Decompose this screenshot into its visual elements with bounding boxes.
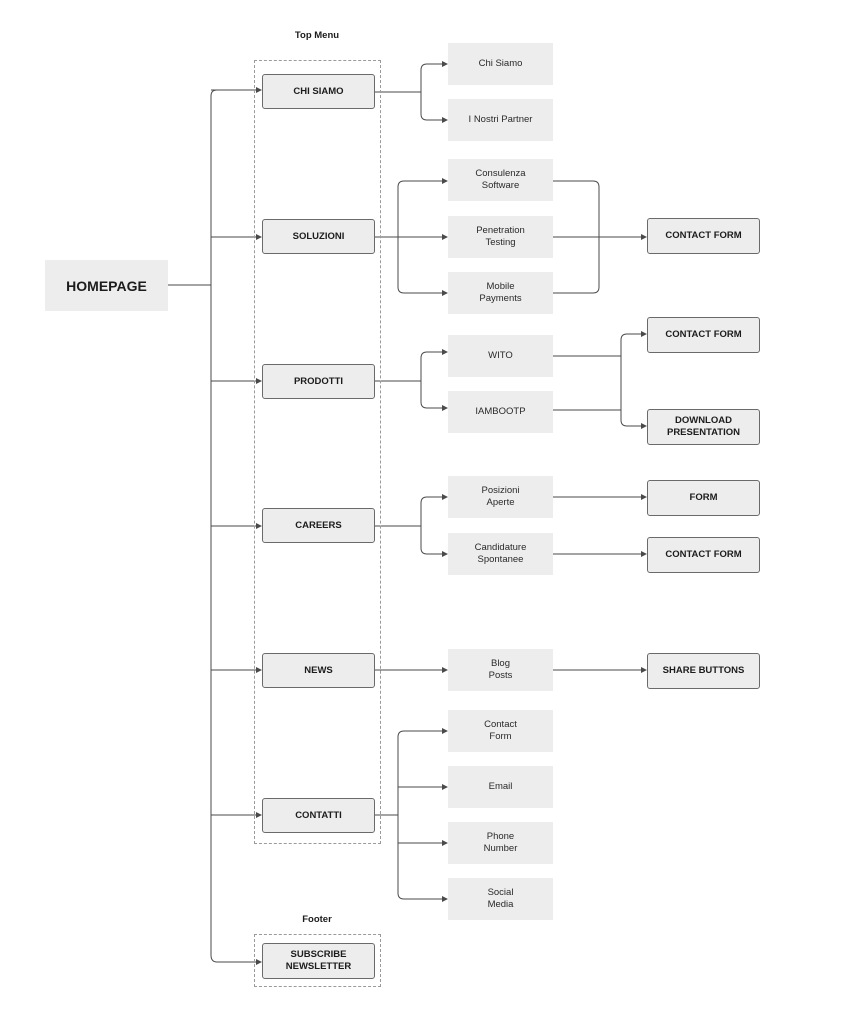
footer-group: [254, 934, 381, 987]
page-iambootp[interactable]: IAMBOOTP: [448, 391, 553, 433]
action-soluzioni-contact-form[interactable]: CONTACT FORM: [647, 218, 760, 254]
action-share-buttons[interactable]: SHARE BUTTONS: [647, 653, 760, 689]
page-wito[interactable]: WITO: [448, 335, 553, 377]
page-social-media[interactable]: Social Media: [448, 878, 553, 920]
top-menu-label: Top Menu: [294, 30, 340, 41]
top-menu-group: [254, 60, 381, 844]
homepage-node[interactable]: HOMEPAGE: [45, 260, 168, 311]
page-email[interactable]: Email: [448, 766, 553, 808]
page-posizioni-aperte[interactable]: Posizioni Aperte: [448, 476, 553, 518]
page-mobile-payments[interactable]: Mobile Payments: [448, 272, 553, 314]
action-prodotti-contact-form[interactable]: CONTACT FORM: [647, 317, 760, 353]
page-consulenza-software[interactable]: Consulenza Software: [448, 159, 553, 201]
page-candidature-spontanee[interactable]: Candidature Spontanee: [448, 533, 553, 575]
page-phone-number[interactable]: Phone Number: [448, 822, 553, 864]
footer-subscribe-newsletter[interactable]: SUBSCRIBE NEWSLETTER: [262, 943, 375, 979]
menu-soluzioni[interactable]: SOLUZIONI: [262, 219, 375, 254]
page-contact-form[interactable]: Contact Form: [448, 710, 553, 752]
menu-contatti[interactable]: CONTATTI: [262, 798, 375, 833]
page-chi-siamo[interactable]: Chi Siamo: [448, 43, 553, 85]
footer-label: Footer: [302, 914, 332, 925]
page-nostri-partner[interactable]: I Nostri Partner: [448, 99, 553, 141]
menu-prodotti[interactable]: PRODOTTI: [262, 364, 375, 399]
menu-chi-siamo[interactable]: CHI SIAMO: [262, 74, 375, 109]
action-careers-contact-form[interactable]: CONTACT FORM: [647, 537, 760, 573]
page-blog-posts[interactable]: Blog Posts: [448, 649, 553, 691]
menu-careers[interactable]: CAREERS: [262, 508, 375, 543]
action-download-presentation[interactable]: DOWNLOAD PRESENTATION: [647, 409, 760, 445]
action-careers-form[interactable]: FORM: [647, 480, 760, 516]
page-penetration-testing[interactable]: Penetration Testing: [448, 216, 553, 258]
menu-news[interactable]: NEWS: [262, 653, 375, 688]
